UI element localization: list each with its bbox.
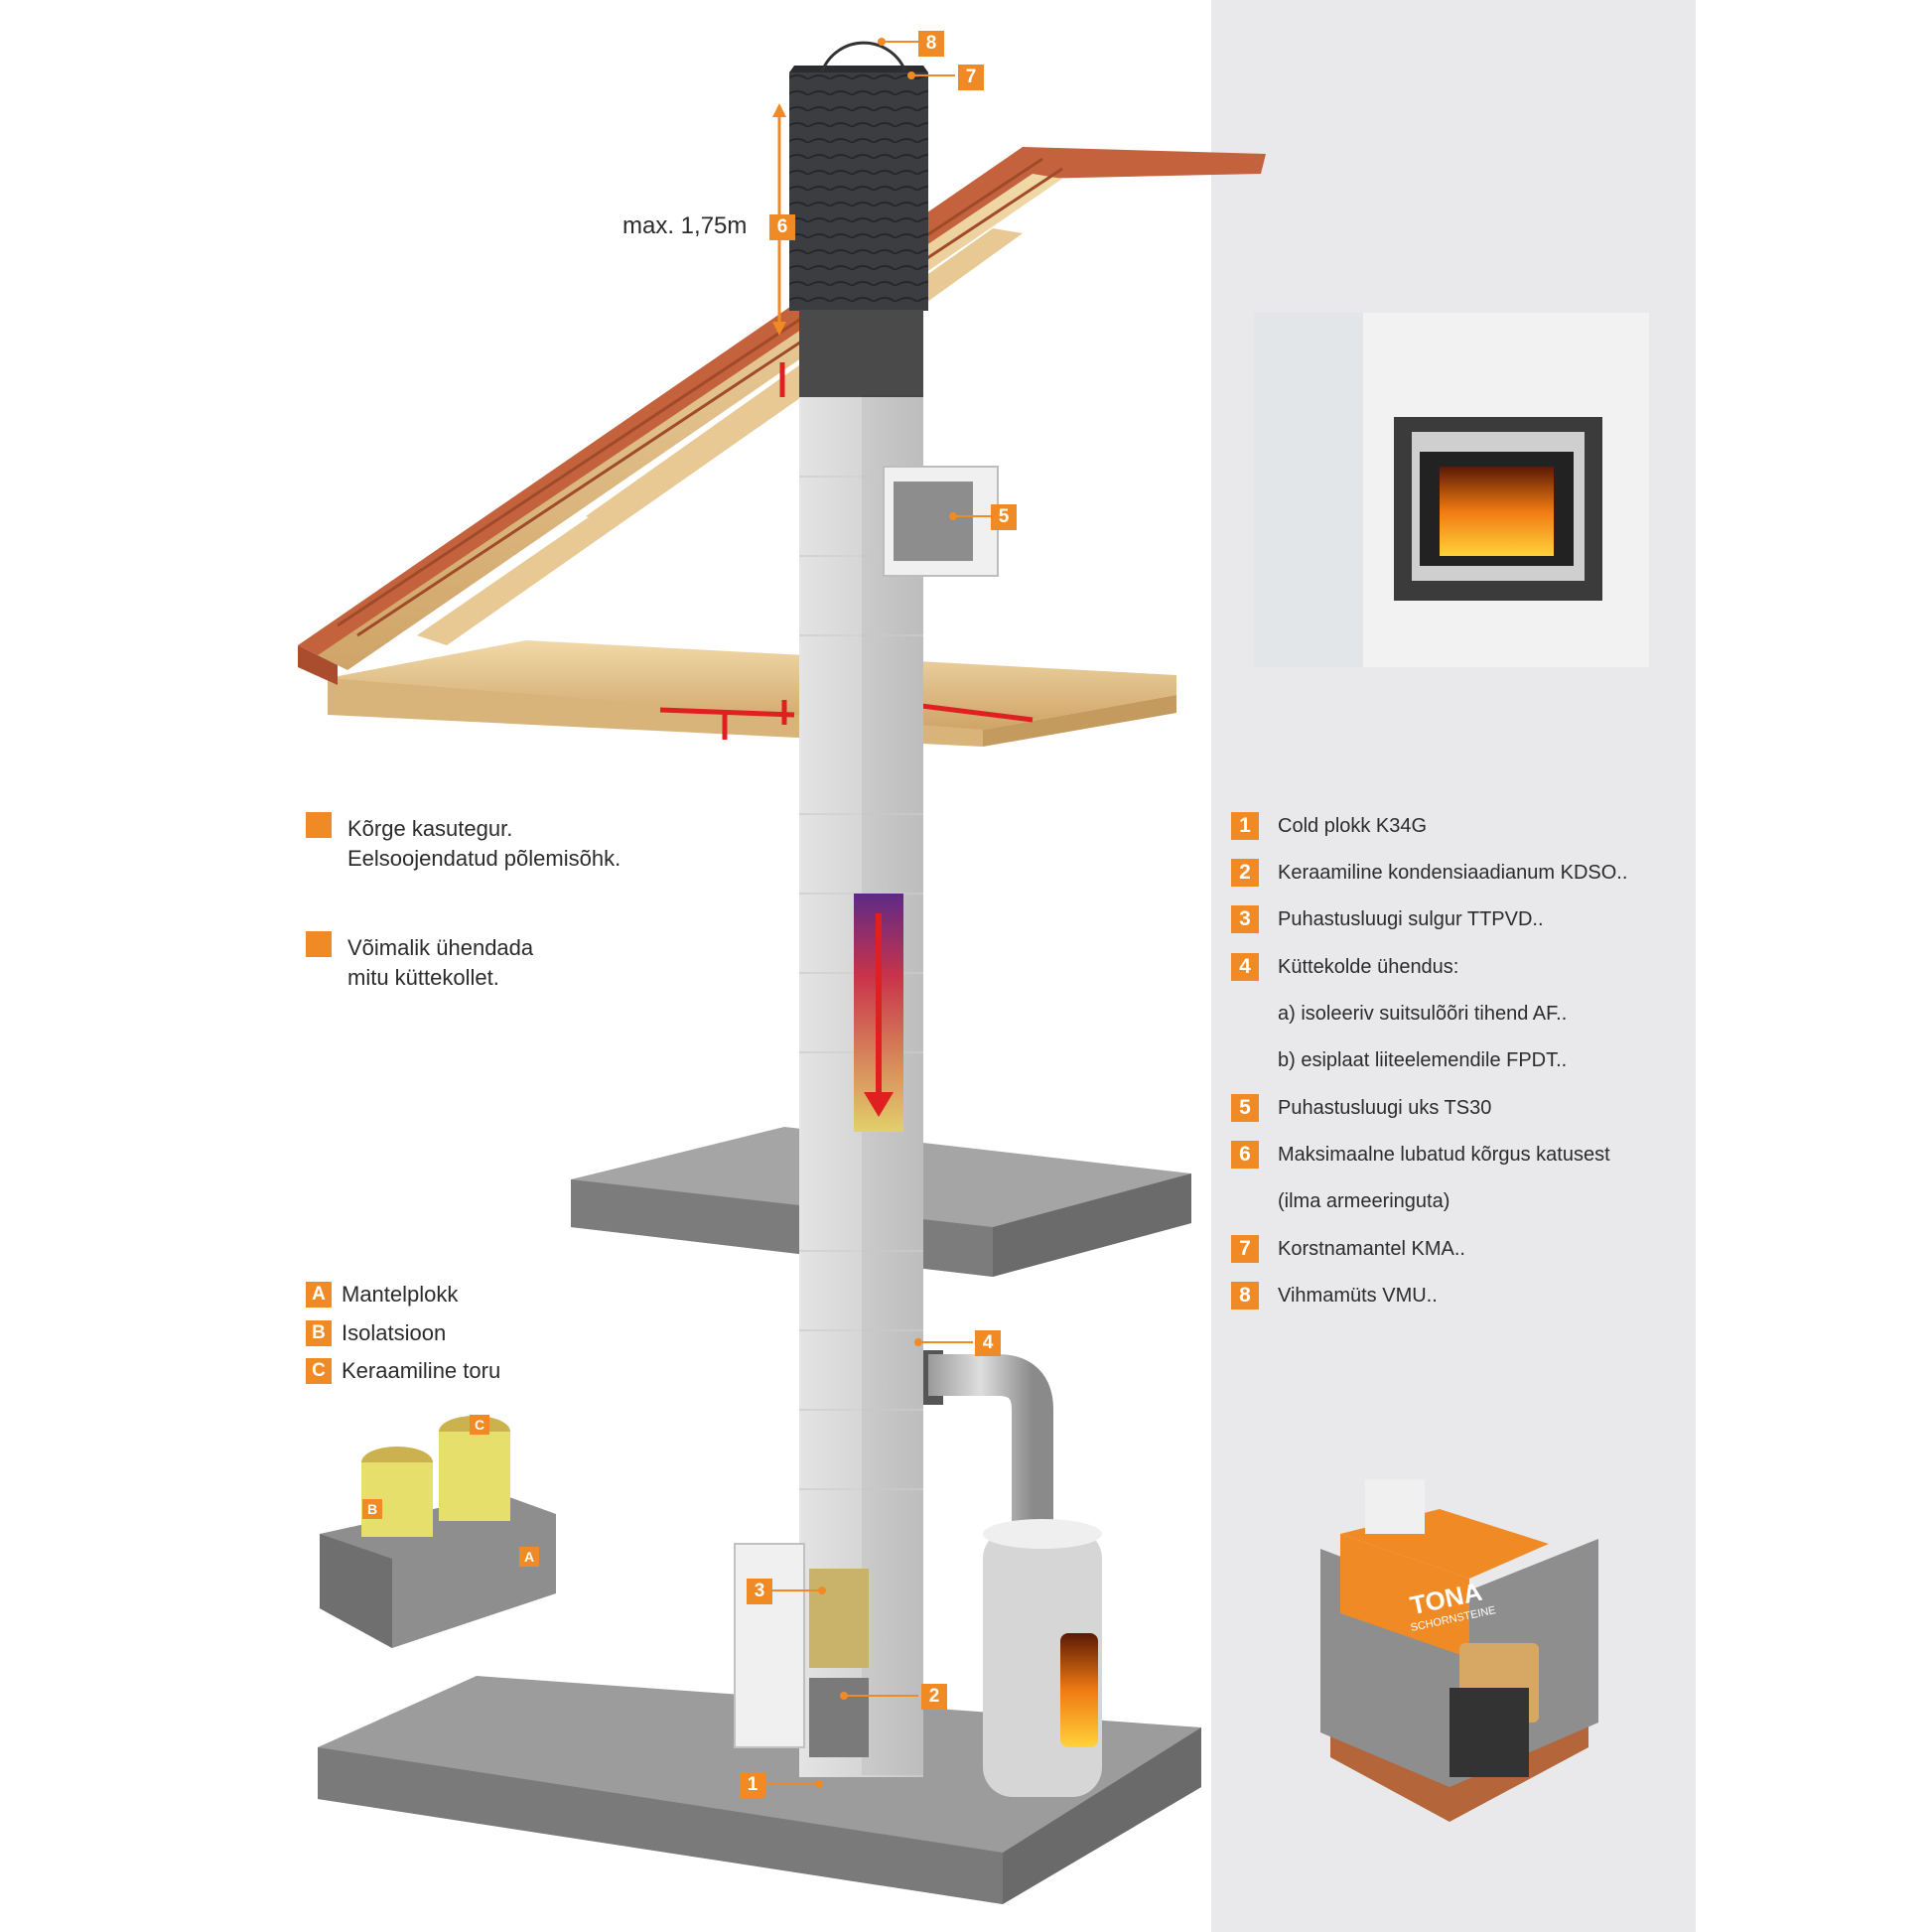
callout-3: 3 bbox=[747, 1579, 772, 1604]
legend-num-3: 3 bbox=[1231, 905, 1259, 933]
callout-7: 7 bbox=[958, 65, 984, 90]
cleaning-door-upper bbox=[883, 466, 999, 577]
feature-2-line2: mitu küttekollet. bbox=[347, 965, 499, 990]
chimney-stack bbox=[789, 41, 928, 1777]
legend-text-4a: a) isoleeriv suitsulõõri tihend AF.. bbox=[1278, 1003, 1568, 1025]
legend-text-6b: (ilma armeeringuta) bbox=[1278, 1190, 1450, 1212]
rain-cap bbox=[820, 41, 907, 72]
feature-1-line1: Kõrge kasutegur. bbox=[347, 816, 513, 841]
feature-2: Võimalik ühendada mitu küttekollet. bbox=[347, 933, 533, 993]
legend-text-2: Keraamiline kondensiaadianum KDSO.. bbox=[1278, 862, 1628, 884]
legend-text-4b: b) esiplaat liiteelemendile FPDT.. bbox=[1278, 1049, 1568, 1071]
legend-num-7: 7 bbox=[1231, 1235, 1259, 1263]
callout-8: 8 bbox=[918, 31, 944, 57]
callout-5: 5 bbox=[991, 504, 1017, 530]
legend-num-2: 2 bbox=[1231, 859, 1259, 887]
legend-num-5: 5 bbox=[1231, 1094, 1259, 1122]
feature-1-line2: Eelsoojendatud põlemisõhk. bbox=[347, 846, 621, 871]
feature-2-line1: Võimalik ühendada bbox=[347, 935, 534, 960]
callout-6: 6 bbox=[769, 214, 795, 240]
callout-2: 2 bbox=[921, 1684, 947, 1710]
part-letter-c: C bbox=[306, 1358, 332, 1384]
sample-label-a: A bbox=[519, 1547, 539, 1567]
legend-text-4: Küttekolde ühendus: bbox=[1278, 956, 1459, 978]
legend-text-6: Maksimaalne lubatud kõrgus katusest bbox=[1278, 1144, 1610, 1166]
feature-bullet-1 bbox=[306, 812, 332, 838]
legend-text-3: Puhastusluugi sulgur TTPVD.. bbox=[1278, 908, 1544, 930]
sample-label-b: B bbox=[362, 1499, 382, 1519]
legend-text-8: Vihmamüts VMU.. bbox=[1278, 1285, 1438, 1307]
part-label-b: Isolatsioon bbox=[342, 1320, 447, 1345]
chimney-block-sample bbox=[320, 1416, 556, 1648]
attic-floor bbox=[328, 640, 1176, 747]
legend-num-8: 8 bbox=[1231, 1282, 1259, 1310]
callout-1: 1 bbox=[740, 1772, 765, 1798]
height-label: max. 1,75m bbox=[622, 212, 748, 239]
feature-1: Kõrge kasutegur. Eelsoojendatud põlemisõ… bbox=[347, 814, 621, 874]
part-label-a: Mantelplokk bbox=[342, 1282, 459, 1307]
legend-text-1: Cold plokk K34G bbox=[1278, 815, 1428, 837]
fire-icon bbox=[1060, 1633, 1098, 1747]
product-package bbox=[1320, 1479, 1598, 1822]
callout-4: 4 bbox=[975, 1330, 1001, 1356]
feature-bullet-2 bbox=[306, 931, 332, 957]
legend-text-5: Puhastusluugi uks TS30 bbox=[1278, 1097, 1492, 1119]
part-letter-b: B bbox=[306, 1320, 332, 1346]
fireplace-photo bbox=[1254, 313, 1649, 667]
part-label-c: Keraamiline toru bbox=[342, 1358, 501, 1383]
callout-leaders bbox=[764, 38, 991, 1788]
part-letter-a: A bbox=[306, 1282, 332, 1308]
legend-num-6: 6 bbox=[1231, 1141, 1259, 1169]
legend-num-4: 4 bbox=[1231, 953, 1259, 981]
legend-num-1: 1 bbox=[1231, 812, 1259, 840]
sample-label-c: C bbox=[470, 1415, 489, 1435]
stove bbox=[923, 1350, 1102, 1797]
legend-text-7: Korstnamantel KMA.. bbox=[1278, 1238, 1465, 1260]
cleaning-door-lower bbox=[734, 1543, 869, 1757]
